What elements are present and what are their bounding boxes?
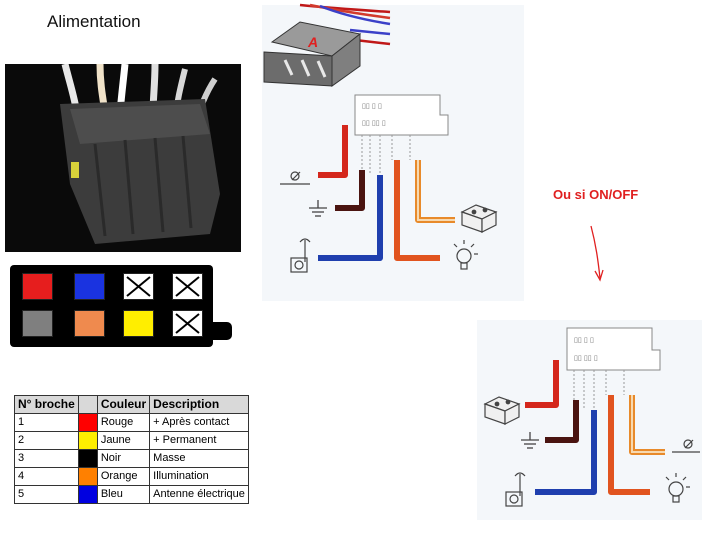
battery-icon bbox=[483, 396, 521, 425]
pin-orange bbox=[74, 310, 105, 337]
pin-yellow bbox=[123, 310, 154, 337]
header-description: Description bbox=[149, 395, 249, 414]
pin-gray bbox=[22, 310, 53, 337]
connector-photo bbox=[5, 64, 241, 252]
pin-empty-icon bbox=[123, 273, 154, 300]
header-swatch bbox=[77, 395, 98, 414]
svg-text:▯▯ ▯ ▯: ▯▯ ▯ ▯ bbox=[574, 336, 594, 344]
on-off-annotation: Ou si ON/OFF bbox=[553, 187, 639, 202]
cell-color-swatch bbox=[77, 449, 98, 468]
cell-description: Antenne électrique bbox=[149, 485, 249, 504]
svg-text:▯▯ ▯▯ ▯: ▯▯ ▯▯ ▯ bbox=[362, 119, 386, 127]
wiring-diagram-alt: ▯▯ ▯ ▯ ▯▯ ▯▯ ▯ bbox=[525, 327, 665, 495]
pin-empty-icon bbox=[172, 310, 203, 337]
table-header-row: N° broche Couleur Description bbox=[14, 395, 249, 414]
ignition-key-icon bbox=[280, 171, 310, 185]
pin-layout bbox=[10, 265, 213, 347]
cell-pin: 5 bbox=[14, 485, 79, 504]
wiring-diagram-main: ▯▯ ▯ ▯ ▯▯ ▯▯ ▯ bbox=[318, 94, 455, 261]
connector-block-icon bbox=[263, 3, 391, 87]
ground-icon bbox=[309, 200, 327, 217]
antenna-motor-icon bbox=[505, 472, 526, 507]
arrow-head-icon bbox=[594, 269, 604, 282]
arrow-down-icon bbox=[590, 225, 601, 279]
cell-color: Orange bbox=[96, 467, 151, 486]
battery-icon bbox=[460, 204, 498, 233]
cell-color: Jaune bbox=[96, 431, 151, 450]
connector-photo-image bbox=[5, 64, 241, 252]
header-pin: N° broche bbox=[14, 395, 79, 414]
pin-empty-icon bbox=[172, 273, 203, 300]
ignition-key-icon bbox=[672, 439, 700, 453]
cell-description: + Après contact bbox=[149, 413, 249, 432]
page-title: Alimentation bbox=[47, 12, 141, 31]
pin-layout-tab bbox=[210, 322, 232, 340]
ground-icon bbox=[521, 432, 539, 449]
lamp-icon bbox=[453, 240, 478, 270]
header-color: Couleur bbox=[96, 395, 151, 414]
lamp-icon bbox=[665, 473, 690, 503]
pin-red bbox=[22, 273, 53, 300]
cell-color: Bleu bbox=[96, 485, 151, 504]
antenna-motor-icon bbox=[290, 238, 311, 273]
pin-blue bbox=[74, 273, 105, 300]
connector-letter: A bbox=[307, 34, 318, 50]
svg-text:▯▯ ▯ ▯: ▯▯ ▯ ▯ bbox=[362, 102, 382, 110]
svg-text:▯▯ ▯▯ ▯: ▯▯ ▯▯ ▯ bbox=[574, 354, 598, 362]
